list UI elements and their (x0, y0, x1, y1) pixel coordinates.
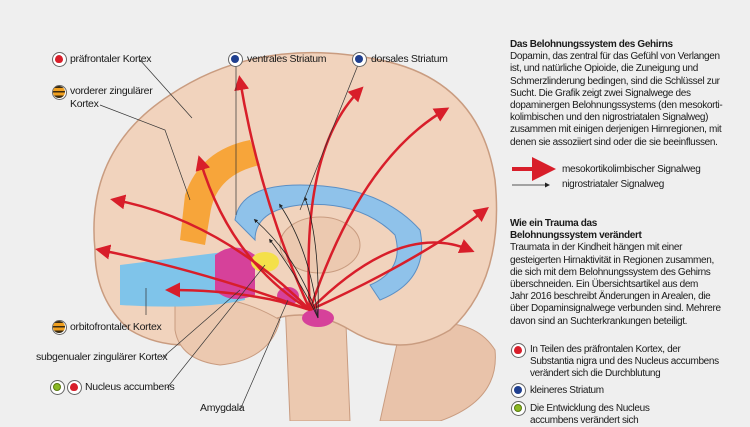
activity-icon (52, 85, 67, 100)
anterior-cingulate-region (180, 140, 260, 245)
legend-nigro: nigrostriataler Signalweg (562, 179, 665, 190)
mesocorticolimbic-pathway (95, 75, 489, 312)
key-line: In Teilen des präfrontalen Kortex, der (530, 344, 681, 355)
legend-meso: mesokortikolimbischer Signalweg (562, 164, 701, 175)
intro-title: Das Belohnungssystem des Gehirns (510, 39, 673, 50)
nigrostriatal-pathway (253, 196, 319, 319)
intro-line: Sucht. Die Grafik zeigt zwei Signalwege … (510, 87, 691, 99)
trauma-section: Wie ein Trauma das Belohnungssystem verä… (510, 218, 750, 328)
key-item-development: Die Entwicklung des Nucleus accumbens ve… (530, 403, 750, 427)
intro-line: denen sie assoziiert sind oder die sie b… (510, 136, 718, 148)
intro-line: dopaminergen Belohnungssystems (den meso… (510, 100, 723, 112)
striatum-region (234, 184, 423, 301)
trauma-line: gesteigerten Hirnaktivität in Regionen z… (510, 254, 714, 266)
label-nucleus-accumbens: Nucleus accumbens (85, 381, 175, 393)
label-anterior-cingulate-2: Kortex (70, 98, 99, 110)
trauma-line: die sich mit dem Belohnungssystem des Ge… (510, 266, 711, 278)
key-line: verändert sich die Durchblutung (530, 368, 661, 380)
intro-section: Das Belohnungssystem des Gehirns Dopamin… (510, 39, 750, 149)
development-icon (511, 401, 526, 416)
key-line: accumbens verändert sich (530, 415, 639, 427)
label-dorsal-striatum: dorsales Striatum (371, 53, 448, 65)
intro-line: Schmerzlinderung bedingen, sind die Schl… (510, 75, 720, 87)
development-icon (50, 380, 65, 395)
trauma-line: über Dopaminsignalwege verbunden sind. M… (510, 303, 721, 315)
intro-line: kolimbischen und den nigrostriatalen Sig… (510, 112, 709, 124)
label-amygdala: Amygdala (200, 402, 245, 414)
striatum-icon (228, 52, 243, 67)
striatum-icon (511, 383, 526, 398)
subgenual-region (215, 247, 255, 299)
activity-icon (52, 320, 67, 335)
key-line: Die Entwicklung des Nucleus (530, 403, 650, 414)
intro-line: ist, und natürliche Opioide, die Zuneigu… (510, 63, 698, 75)
label-prefrontal: präfrontaler Kortex (70, 53, 152, 65)
blood-flow-icon (67, 380, 82, 395)
key-line: Substantia nigra und des Nucleus accumbe… (530, 356, 719, 368)
label-subgenual: subgenualer zingulärer Kortex (36, 351, 168, 363)
trauma-title: Wie ein Trauma das (510, 218, 597, 229)
thalamus (279, 216, 361, 274)
label-anterior-cingulate-1: vorderer zingulärer (70, 85, 153, 97)
intro-line: zusammen mit einigen derjenigen Hirnregi… (510, 124, 722, 136)
label-ventral-striatum: ventrales Striatum (247, 53, 327, 65)
trauma-title: Belohnungssystem verändert (510, 230, 642, 242)
trauma-line: überschneiden. Ein Übersichtsartikel aus… (510, 279, 699, 291)
trauma-line: Traumata in der Kindheit hängen mit eine… (510, 242, 683, 254)
blood-flow-icon (511, 343, 526, 358)
key-line: kleineres Striatum (530, 385, 604, 396)
key-item-blood-flow: In Teilen des präfrontalen Kortex, der S… (530, 344, 750, 381)
trauma-line: Jahr 2016 beschreibt Änderungen in Areal… (510, 291, 711, 303)
trauma-line: davon sind an Suchterkrankungen beteilig… (510, 315, 688, 327)
key-item-striatum: kleineres Striatum (530, 385, 750, 397)
striatum-icon (352, 52, 367, 67)
label-orbitofrontal: orbitofrontaler Kortex (70, 321, 162, 333)
leader-lines (99, 59, 359, 411)
blood-flow-icon (52, 52, 67, 67)
intro-line: Dopamin, das zentral für das Gefühl von … (510, 51, 720, 63)
